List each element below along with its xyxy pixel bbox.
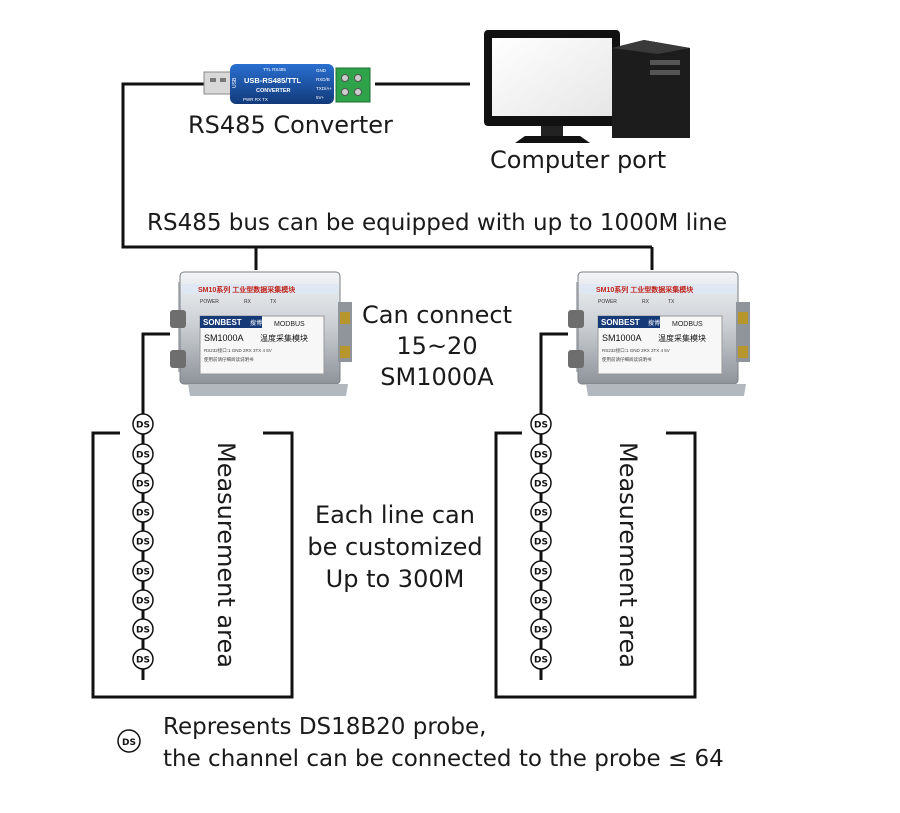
- module-protocol-text: MODBUS: [672, 321, 703, 328]
- ds-probe-icon: DS: [132, 530, 154, 552]
- svg-text:DS: DS: [136, 509, 150, 519]
- svg-text:DS: DS: [136, 626, 150, 636]
- converter-pin-5v: 5V+: [316, 95, 325, 100]
- svg-text:DS: DS: [136, 480, 150, 490]
- module-brand-text: SONBEST: [601, 318, 640, 327]
- converter-top-text: TTL RS485: [263, 67, 286, 72]
- module-model-cn-text: 温度采集模块: [658, 333, 706, 343]
- converter-pin-txd: TXD/A+: [316, 86, 332, 91]
- module-note2-text: 使用前请仔细阅读说明书: [602, 356, 652, 363]
- legend-line-2: the channel can be connected to the prob…: [163, 746, 724, 772]
- module-led-power: POWER: [598, 299, 617, 305]
- bus-label: RS485 bus can be equipped with up to 100…: [147, 210, 728, 236]
- module-header-text: SM10系列 工业型数据采集模块: [596, 285, 694, 294]
- usb-rs485-converter-icon: TTL RS485 USB-RS485/TTL CONVERTER USB PW…: [203, 64, 371, 104]
- sm1000a-module-2: SM10系列 工业型数据采集模块 POWER RX TX SONBEST 搜博 …: [568, 271, 750, 396]
- module-brand-cn-text: 搜博: [648, 319, 660, 327]
- ds-probe-icon: DS: [132, 618, 154, 640]
- line-note-line-2: be customized: [307, 533, 483, 561]
- computer-icon: [484, 30, 690, 143]
- ds-probe-icon: DS: [132, 589, 154, 611]
- ds-probe-icon: DS: [530, 413, 552, 435]
- svg-text:DS: DS: [136, 568, 150, 578]
- converter-pin-gnd: GND: [316, 68, 327, 73]
- connect-note-line-2: 15~20: [396, 332, 478, 360]
- converter-usb-text: USB: [232, 77, 238, 88]
- module-note-text: RS232接口:1 GND 2RX 3TX 4 5V: [602, 347, 670, 354]
- ds-probe-icon: DS: [132, 648, 154, 670]
- module-led-rx: RX: [642, 299, 650, 305]
- svg-text:DS: DS: [534, 451, 548, 461]
- ds-probe-icon: DS: [132, 560, 154, 582]
- ds-probe-icon: DS: [530, 472, 552, 494]
- converter-pin-rxd: RXD/B: [316, 77, 330, 82]
- module-note2-text: 使用前请仔细阅读说明书: [204, 356, 254, 363]
- module-model-text: SM1000A: [204, 333, 244, 343]
- ds-probe-icon: DS: [132, 443, 154, 465]
- probe-column-2: DS DS DS DS DS DS DS DS DS: [530, 413, 552, 670]
- ds-probe-icon: DS: [530, 443, 552, 465]
- svg-text:DS: DS: [534, 597, 548, 607]
- ds-probe-icon: DS: [530, 501, 552, 523]
- legend-ds-probe-icon: DS: [117, 729, 141, 753]
- ds-probe-icon: DS: [530, 530, 552, 552]
- converter-leds-text: PWR RX TX: [243, 97, 268, 102]
- module-note-text: RS232接口:1 GND 2RX 3TX 4 5V: [204, 347, 272, 354]
- svg-text:DS: DS: [534, 568, 548, 578]
- probe-column-1: DS DS DS DS DS DS DS DS DS: [132, 413, 154, 670]
- connect-note-line-1: Can connect: [362, 301, 512, 329]
- rs485-bus-lines: [121, 82, 654, 270]
- sm1000a-module-1: SM10系列 工业型数据采集模块 POWER RX TX SONBEST 搜博 …: [170, 271, 352, 396]
- ds-probe-icon: DS: [530, 589, 552, 611]
- svg-text:DS: DS: [534, 626, 548, 636]
- measurement-area-label-2: Measurement area: [614, 442, 642, 668]
- ds-probe-icon: DS: [530, 648, 552, 670]
- converter-sub-text: CONVERTER: [256, 88, 291, 94]
- ds-probe-icon: DS: [530, 560, 552, 582]
- legend-text: Represents DS18B20 probe, the channel ca…: [163, 711, 724, 775]
- module-model-cn-text: 温度采集模块: [260, 333, 308, 343]
- module-header-text: SM10系列 工业型数据采集模块: [198, 285, 296, 294]
- module-model-text: SM1000A: [602, 333, 642, 343]
- svg-text:DS: DS: [534, 538, 548, 548]
- connect-note: Can connect 15~20 SM1000A: [352, 300, 522, 393]
- module-brand-text: SONBEST: [203, 318, 242, 327]
- svg-text:DS: DS: [136, 597, 150, 607]
- converter-label: RS485 Converter: [188, 111, 393, 139]
- computer-label: Computer port: [490, 146, 667, 174]
- module-led-power: POWER: [200, 299, 219, 305]
- svg-text:DS: DS: [122, 738, 136, 748]
- converter-model-text: USB-RS485/TTL: [244, 76, 302, 85]
- svg-text:DS: DS: [534, 421, 548, 431]
- module-led-tx: TX: [270, 299, 277, 305]
- svg-text:DS: DS: [534, 656, 548, 666]
- ds-probe-icon: DS: [132, 501, 154, 523]
- svg-text:DS: DS: [136, 656, 150, 666]
- svg-text:DS: DS: [534, 480, 548, 490]
- legend-line-1: Represents DS18B20 probe,: [163, 714, 487, 740]
- line-length-note: Each line can be customized Up to 300M: [300, 499, 490, 595]
- ds-probe-icon: DS: [132, 413, 154, 435]
- svg-text:DS: DS: [136, 451, 150, 461]
- ds-probe-icon: DS: [530, 618, 552, 640]
- module-led-tx: TX: [668, 299, 675, 305]
- connect-note-line-3: SM1000A: [380, 363, 494, 391]
- module-brand-cn-text: 搜博: [250, 319, 262, 327]
- measurement-area-brackets: [91, 431, 697, 699]
- line-note-line-1: Each line can: [315, 501, 475, 529]
- svg-text:DS: DS: [136, 538, 150, 548]
- svg-text:DS: DS: [136, 421, 150, 431]
- line-note-line-3: Up to 300M: [325, 565, 465, 593]
- measurement-area-label-1: Measurement area: [212, 442, 240, 668]
- module-led-rx: RX: [244, 299, 252, 305]
- module-protocol-text: MODBUS: [274, 321, 305, 328]
- svg-text:DS: DS: [534, 509, 548, 519]
- ds-probe-icon: DS: [132, 472, 154, 494]
